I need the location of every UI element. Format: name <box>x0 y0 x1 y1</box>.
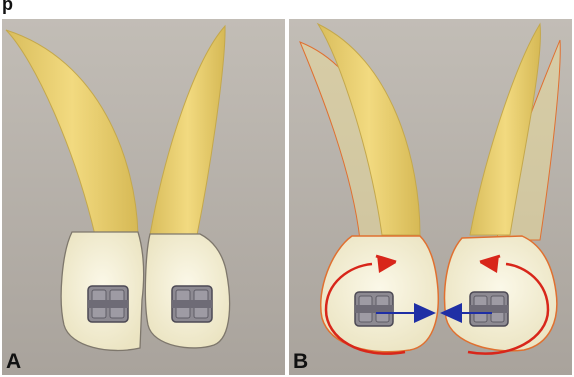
panel-a-label: A <box>6 350 21 374</box>
caption-text-top: p <box>2 0 13 15</box>
bracket-icon <box>88 286 128 322</box>
panel-b-label: B <box>293 350 308 374</box>
bracket-icon <box>355 292 393 326</box>
bracket-icon <box>172 286 212 322</box>
bracket-icon <box>470 292 508 326</box>
